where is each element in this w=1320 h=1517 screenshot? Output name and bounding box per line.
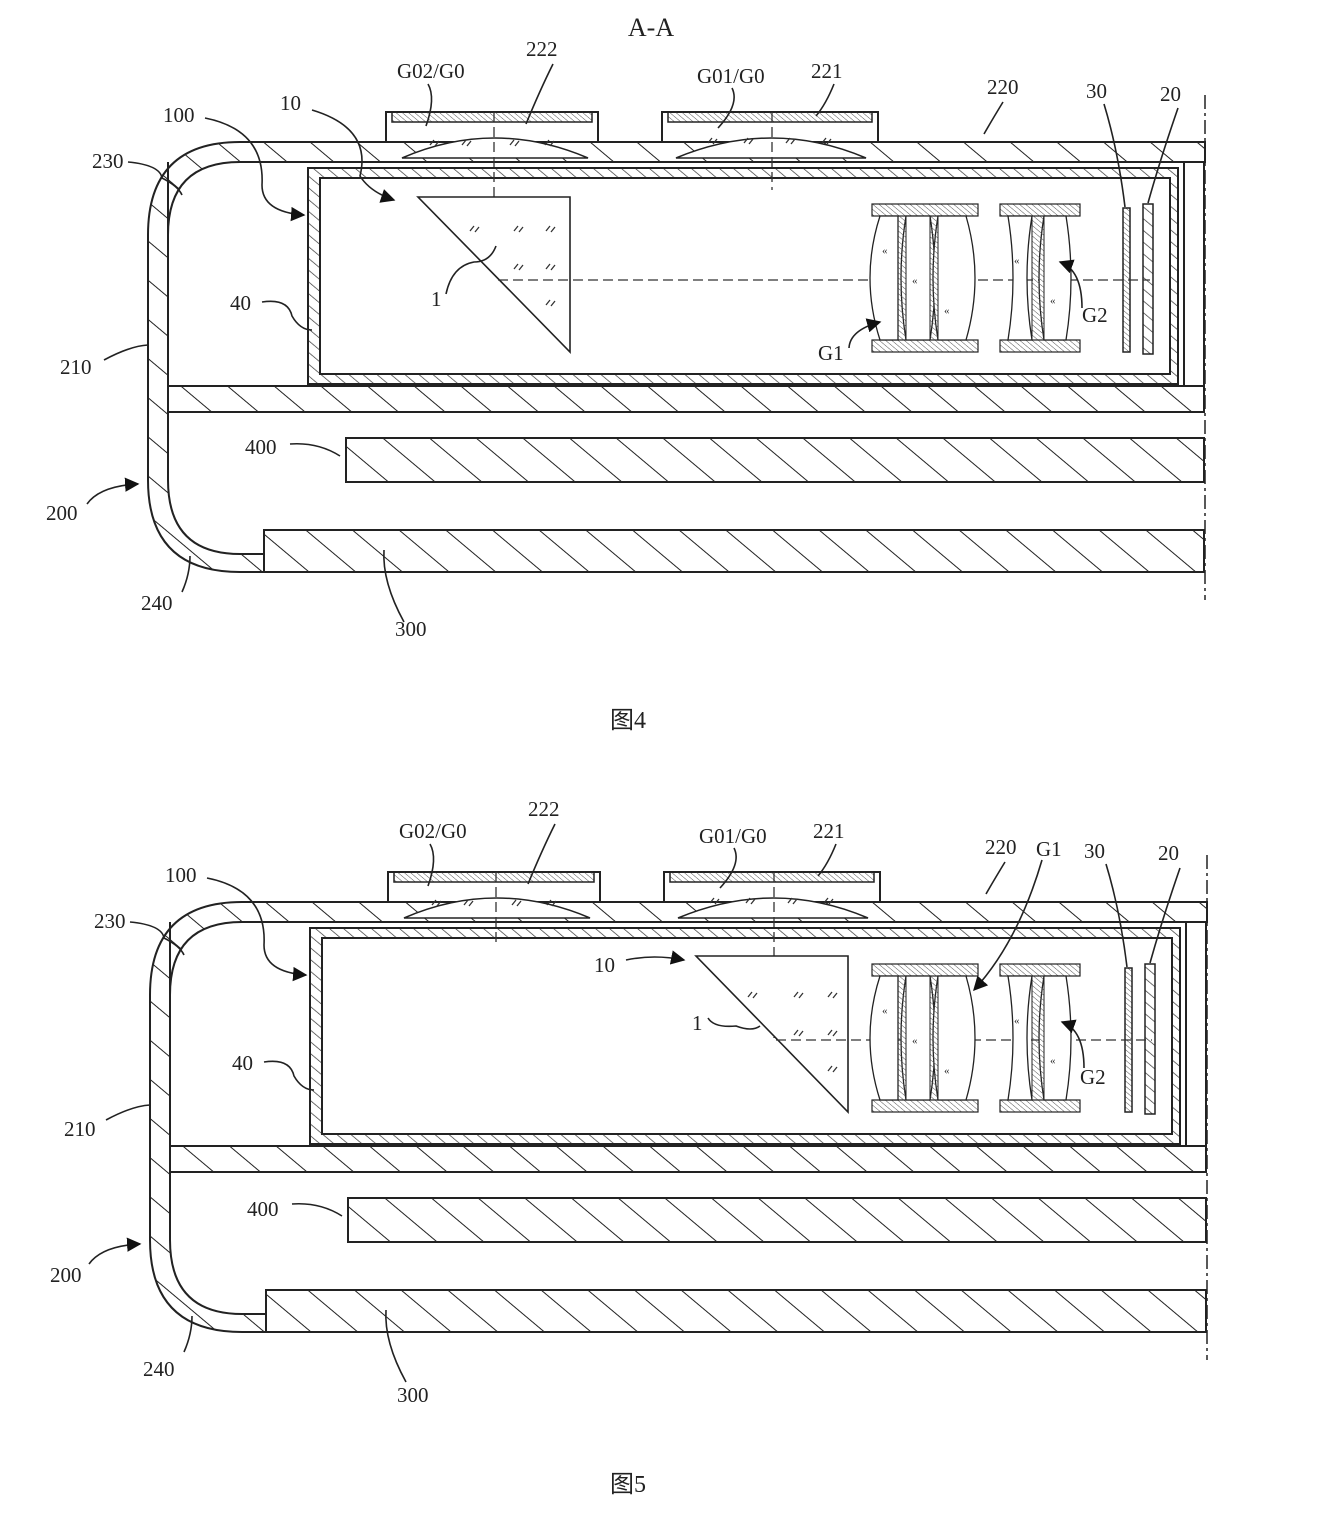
label-g2: G2: [1080, 1065, 1106, 1089]
lens-group-g1-fig5: [869, 963, 979, 1113]
figure-5-caption: 图5: [610, 1472, 646, 1498]
label-40: 40: [230, 291, 251, 315]
label-240: 240: [141, 591, 173, 615]
label-40: 40: [232, 1051, 253, 1075]
label-400: 400: [245, 435, 277, 459]
label-1: 1: [431, 287, 442, 311]
lens-group-g1: [869, 203, 979, 353]
label-230: 230: [94, 909, 126, 933]
label-100: 100: [163, 103, 195, 127]
label-10: 10: [594, 953, 615, 977]
figure-4: A-A: [46, 13, 1205, 734]
label-1: 1: [692, 1011, 703, 1035]
label-g1: G1: [1036, 837, 1062, 861]
prism-10: [416, 196, 571, 354]
label-300: 300: [397, 1383, 429, 1407]
label-30: 30: [1084, 839, 1105, 863]
label-200: 200: [50, 1263, 82, 1287]
label-220: 220: [987, 75, 1019, 99]
figure-5-labels: G02/G0 222 G01/G0 221 100 10 220 G1 30 2…: [50, 797, 1179, 1407]
lens-group-g2: [999, 203, 1081, 353]
label-221: 221: [813, 819, 845, 843]
label-222: 222: [526, 37, 558, 61]
label-g1: G1: [818, 341, 844, 365]
figure-4-caption: 图4: [610, 708, 646, 734]
label-222: 222: [528, 797, 560, 821]
label-221: 221: [811, 59, 843, 83]
label-200: 200: [46, 501, 78, 525]
figure-5: G02/G0 222 G01/G0 221 100 10 220 G1 30 2…: [50, 797, 1207, 1498]
label-400: 400: [247, 1197, 279, 1221]
label-240: 240: [143, 1357, 175, 1381]
label-30: 30: [1086, 79, 1107, 103]
label-10: 10: [280, 91, 301, 115]
label-20: 20: [1160, 82, 1181, 106]
label-g02: G02/G0: [397, 59, 465, 83]
prism-10-fig5: [694, 955, 849, 1114]
label-g2: G2: [1082, 303, 1108, 327]
label-g01: G01/G0: [697, 64, 765, 88]
label-220: 220: [985, 835, 1017, 859]
label-300: 300: [395, 617, 427, 641]
label-20: 20: [1158, 841, 1179, 865]
section-title: A-A: [628, 13, 674, 42]
figure-4-labels: G02/G0 222 G01/G0 221 100 10 220 30 20 2…: [46, 37, 1181, 641]
label-230: 230: [92, 149, 124, 173]
label-210: 210: [60, 355, 92, 379]
label-g02: G02/G0: [399, 819, 467, 843]
label-210: 210: [64, 1117, 96, 1141]
label-100: 100: [165, 863, 197, 887]
label-g01: G01/G0: [699, 824, 767, 848]
lens-group-g2-fig5: [999, 963, 1081, 1113]
